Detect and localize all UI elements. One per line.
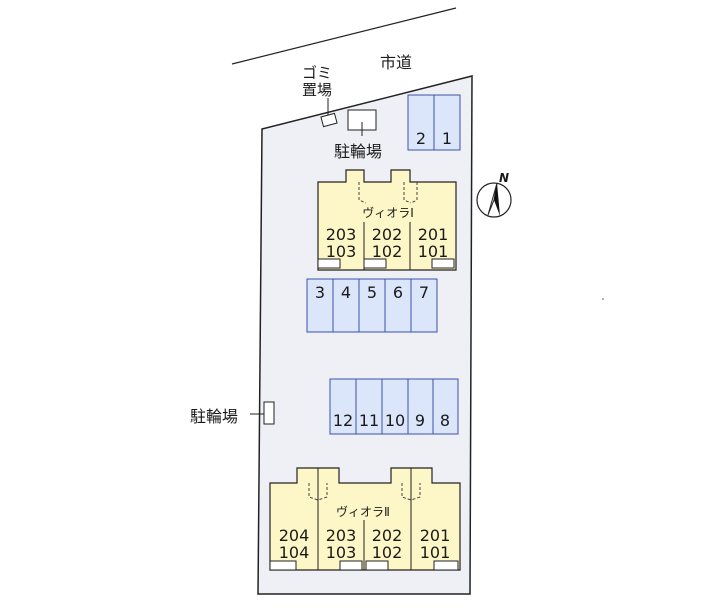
building-name: ヴィオラⅡ bbox=[336, 504, 390, 519]
parking-lower-group: 12 11 10 9 8 bbox=[329, 378, 459, 435]
unit-number: 101 bbox=[418, 242, 449, 261]
parking-top-group: 2 1 bbox=[407, 94, 461, 151]
unit-number: 103 bbox=[326, 242, 357, 261]
garbage-area bbox=[320, 112, 338, 128]
parking-number: 12 bbox=[333, 411, 353, 430]
road-label: 市道 bbox=[380, 53, 412, 72]
unit-number: 104 bbox=[279, 543, 310, 562]
parking-number: 11 bbox=[359, 411, 379, 430]
building-outline bbox=[317, 169, 457, 271]
garbage-area-label: ゴミ bbox=[302, 64, 332, 82]
bike-parking-top-label: 駐輪場 bbox=[334, 142, 382, 161]
unit-number: 202 bbox=[372, 225, 403, 244]
building-name: ヴィオラⅠ bbox=[362, 205, 414, 220]
parking-space bbox=[410, 278, 438, 333]
unit-number: 203 bbox=[326, 526, 357, 545]
parking-number: 1 bbox=[442, 129, 452, 148]
parking-middle-group: 3 4 5 6 7 bbox=[306, 278, 438, 333]
parking-space bbox=[432, 378, 459, 435]
bike-parking-side-label: 駐輪場 bbox=[190, 407, 238, 426]
building-viola-2: ヴィオラⅡ 204 104 203 103 202 102 201 101 bbox=[269, 467, 461, 571]
parking-space bbox=[358, 278, 386, 333]
building-viola-1: ヴィオラⅠ 203 103 202 102 201 101 bbox=[317, 169, 457, 271]
parking-space bbox=[433, 94, 461, 151]
north-pointer-dark bbox=[494, 183, 500, 216]
unit-number: 101 bbox=[420, 543, 451, 562]
parking-number: 5 bbox=[367, 283, 377, 302]
bike-parking-side bbox=[263, 401, 275, 425]
map-dot bbox=[602, 298, 604, 300]
unit-number: 103 bbox=[326, 543, 357, 562]
unit-number: 102 bbox=[372, 543, 403, 562]
parking-number: 9 bbox=[415, 411, 425, 430]
unit-number: 202 bbox=[372, 526, 403, 545]
north-label: N bbox=[499, 171, 509, 185]
parking-number: 10 bbox=[385, 411, 405, 430]
unit-number: 203 bbox=[326, 225, 357, 244]
north-arrow: N bbox=[476, 171, 512, 218]
garbage-area-label-2: 置場 bbox=[302, 81, 332, 99]
parking-space bbox=[407, 94, 435, 151]
parking-number: 8 bbox=[440, 411, 450, 430]
unit-number: 102 bbox=[372, 242, 403, 261]
parking-number: 4 bbox=[341, 283, 351, 302]
unit-number: 201 bbox=[420, 526, 451, 545]
unit-number: 201 bbox=[418, 225, 449, 244]
parking-number: 6 bbox=[393, 283, 403, 302]
road-line bbox=[231, 7, 457, 65]
parking-space bbox=[329, 378, 357, 435]
unit-number: 204 bbox=[279, 526, 310, 545]
parking-space bbox=[407, 378, 434, 435]
parking-number: 2 bbox=[416, 129, 426, 148]
parking-number: 3 bbox=[315, 283, 325, 302]
parking-number: 7 bbox=[419, 283, 429, 302]
parking-space bbox=[306, 278, 334, 333]
